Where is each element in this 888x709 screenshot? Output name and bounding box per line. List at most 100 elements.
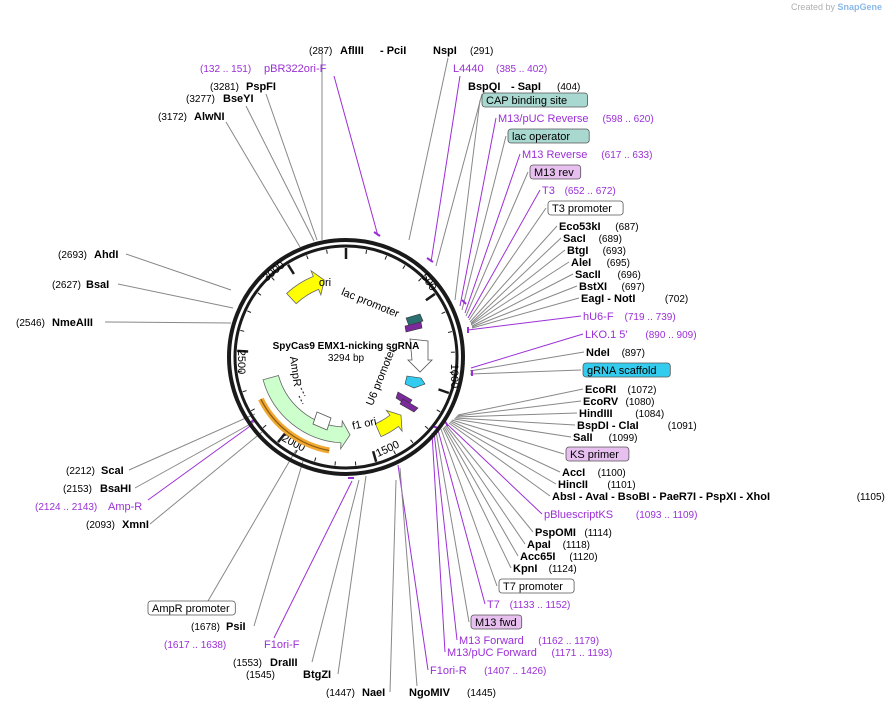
ampr-promoter-label: AmpR promoter <box>152 603 230 615</box>
hincii-leader <box>449 421 557 485</box>
bsai-pos: (2627) <box>52 280 81 291</box>
sacii-pos: (696) <box>618 270 641 281</box>
grna-scaffold-label-box[interactable] <box>582 362 671 378</box>
bspqi-enzyme: BspQI <box>468 81 500 93</box>
aflIII-enzyme: AflIII <box>340 45 364 57</box>
lac-operator-label-box[interactable] <box>507 128 590 144</box>
psii-enzyme: PsiI <box>226 621 246 633</box>
backbone-outer-ring <box>227 238 465 476</box>
acci-leader <box>450 420 561 473</box>
kpni-leader <box>442 427 512 569</box>
ampr-feature[interactable] <box>262 375 351 451</box>
tick-mark <box>294 449 298 454</box>
tick-mark <box>424 425 429 430</box>
t7-leader <box>437 429 486 605</box>
t3-promoter-label-box[interactable] <box>547 200 624 216</box>
ampr-promoter-label-box[interactable] <box>147 600 236 616</box>
m13-rev-label-box[interactable] <box>529 164 582 180</box>
tick-mark <box>306 255 309 260</box>
naei-pos: (1447) <box>326 688 355 699</box>
tick-mark <box>257 292 262 296</box>
promoter-features <box>298 313 433 431</box>
ks-primer-label-box[interactable] <box>565 446 630 462</box>
f1-ori-feature[interactable] <box>374 409 403 438</box>
amp-r-pos: (2124 .. 2143) <box>35 502 97 513</box>
eco53ki-leader <box>469 225 558 323</box>
kpni-enzyme: KpnI <box>513 563 537 575</box>
draiii-pos: (1553) <box>233 658 262 669</box>
ori-feature[interactable] <box>286 269 325 305</box>
xmni-pos: (2093) <box>86 520 115 531</box>
lko-1-5-leader <box>470 333 584 369</box>
pbluescriptks-leader <box>446 423 543 515</box>
kpni-pos: (1124) <box>549 564 577 575</box>
tick-mark <box>262 424 267 429</box>
m13-puc-forward-leader <box>431 432 446 653</box>
t7-promoter-label-box[interactable] <box>498 578 575 594</box>
lko-1-5-primer: LKO.1 5' <box>585 329 627 341</box>
sali-leader <box>453 418 572 438</box>
tick-mark <box>393 450 396 455</box>
tick-mark <box>410 439 414 444</box>
ecorv-pos: (1080) <box>626 397 655 408</box>
nspI-enzyme: NspI <box>433 45 457 57</box>
ngomiv-leader <box>399 467 418 687</box>
grna-scaffold-label: gRNA scaffold <box>587 365 657 377</box>
alei-pos: (695) <box>607 258 630 269</box>
m13-puc-forward-pos: (1171 .. 1193) <box>552 648 613 659</box>
credit-brand: SnapGene <box>837 2 882 12</box>
m13-forward-leader <box>433 431 458 641</box>
ampr-label: AmpR <box>287 356 303 388</box>
bsai-leader <box>117 283 234 309</box>
backbone-inner-ring <box>233 244 459 470</box>
u6-promoter-arrow <box>407 338 433 373</box>
hindiii-pos: (1084) <box>635 409 664 420</box>
t3-leader <box>467 189 541 319</box>
m13-reverse-leader <box>464 153 521 314</box>
ecorv-enzyme: EcoRV <box>583 396 619 408</box>
ahdi-leader <box>125 253 232 291</box>
bspqi-leader <box>435 93 483 267</box>
pciI-enzyme: - PciI <box>380 45 406 57</box>
feature-arrows <box>258 269 403 454</box>
ampr-orf-arc-core <box>260 398 330 452</box>
aflIII-pos: (287) <box>309 46 332 57</box>
nspI-pos: (291) <box>470 46 493 57</box>
tick-mark <box>271 277 275 281</box>
pspfi-enzyme: PspFI <box>246 81 276 93</box>
lac-operator-leader <box>461 135 507 311</box>
tick-mark <box>425 292 436 302</box>
hu6-f-leader <box>467 315 582 331</box>
snapgene-credit: Created by SnapGene <box>791 2 882 12</box>
acc65i-pos: (1120) <box>569 552 597 563</box>
f1-ori-label: f1 ori <box>351 416 377 433</box>
m13-fwd-label-box[interactable] <box>470 614 523 630</box>
tick-mark <box>447 331 453 333</box>
tick-mark <box>441 311 446 315</box>
draiii-enzyme: DraIII <box>270 657 298 669</box>
cap-binding-site-mark <box>405 313 424 327</box>
hindiii-leader <box>455 412 578 418</box>
scai-leader <box>128 413 256 471</box>
credit-prefix: Created by <box>790 2 835 12</box>
m13-fwd-leader <box>435 430 470 623</box>
nspI-leader <box>408 57 449 241</box>
saci-pos: (689) <box>599 234 622 245</box>
ndei-pos: (897) <box>622 348 645 359</box>
cap-binding-site-label-box[interactable] <box>481 92 588 108</box>
absi-avai-bsobi-paer7i-pspxi-xhoi-enzyme: AbsI - AvaI - BsoBI - PaeR7I - PspXI - X… <box>552 491 770 503</box>
plasmid-size: 3294 bp <box>328 353 365 364</box>
btgi-leader <box>470 249 566 325</box>
m13-reverse-primer: M13 Reverse <box>522 149 587 161</box>
m13-fwd-label: M13 fwd <box>475 617 517 629</box>
hincii-pos: (1101) <box>607 480 635 491</box>
m13-puc-reverse-pos: (598 .. 620) <box>603 114 654 125</box>
cap-binding-site-label: CAP binding site <box>486 95 567 107</box>
ecorv-leader <box>456 400 582 417</box>
m13-forward-primer: M13 Forward <box>459 635 524 647</box>
btgzi-pos: (1545) <box>246 670 275 681</box>
pbluescriptks-primer: pBluescriptKS <box>544 509 613 521</box>
pbr322ori-f-leader <box>333 75 379 237</box>
